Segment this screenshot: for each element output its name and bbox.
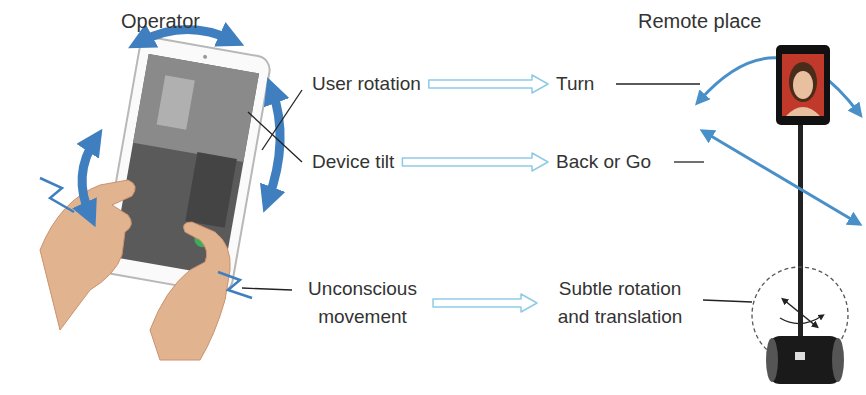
rotation-mark <box>780 316 822 324</box>
label-text: User rotation <box>312 70 421 98</box>
mapping-label: Unconscious movement <box>300 275 425 331</box>
face-hair <box>789 62 817 102</box>
shake-mark <box>40 178 74 212</box>
mapping-label: Back or Go <box>556 148 651 176</box>
robot-pole <box>798 120 803 340</box>
tablet-screen <box>113 54 259 276</box>
tablet-camera <box>203 55 208 60</box>
tablet <box>100 36 272 295</box>
right-hand <box>150 222 230 360</box>
robot-wheel <box>832 338 844 382</box>
label-text: Turn <box>556 70 594 98</box>
robot-head <box>776 45 830 125</box>
leader-line <box>248 112 302 162</box>
shake-mark <box>218 272 252 298</box>
go-back-arrow <box>706 133 856 222</box>
leader-line <box>674 161 704 162</box>
rotation-arrow <box>268 90 280 200</box>
screen-scene <box>133 54 259 162</box>
label-text: Unconscious movement <box>300 275 425 331</box>
panel-heading: Remote place <box>638 10 761 33</box>
hollow-arrow <box>433 294 537 312</box>
face <box>793 71 813 99</box>
rotation-arrow <box>82 140 95 215</box>
label-text: Back or Go <box>556 148 651 176</box>
label-text: Device tilt <box>312 148 394 176</box>
mapping-label: User rotation <box>312 70 421 98</box>
robot-logo <box>795 352 805 360</box>
mapping-label: Subtle rotation and translation <box>545 275 695 331</box>
robot-wheel <box>766 338 778 382</box>
screen-scene <box>185 152 237 228</box>
leader-line <box>703 300 752 302</box>
robot-screen <box>782 54 824 116</box>
leader-line <box>242 288 292 290</box>
robot-base <box>768 336 842 384</box>
face-neck <box>786 107 820 116</box>
screen-scene <box>157 75 195 129</box>
hollow-arrow <box>402 153 548 171</box>
mapping-label: Device tilt <box>312 148 394 176</box>
leader-line <box>616 83 700 84</box>
hollow-arrow <box>429 75 548 93</box>
tablet-frame <box>100 36 272 295</box>
panel-heading: Operator <box>121 10 200 33</box>
leader-line <box>262 90 302 150</box>
label-text: Subtle rotation and translation <box>545 275 695 331</box>
mapping-label: Turn <box>556 70 594 98</box>
